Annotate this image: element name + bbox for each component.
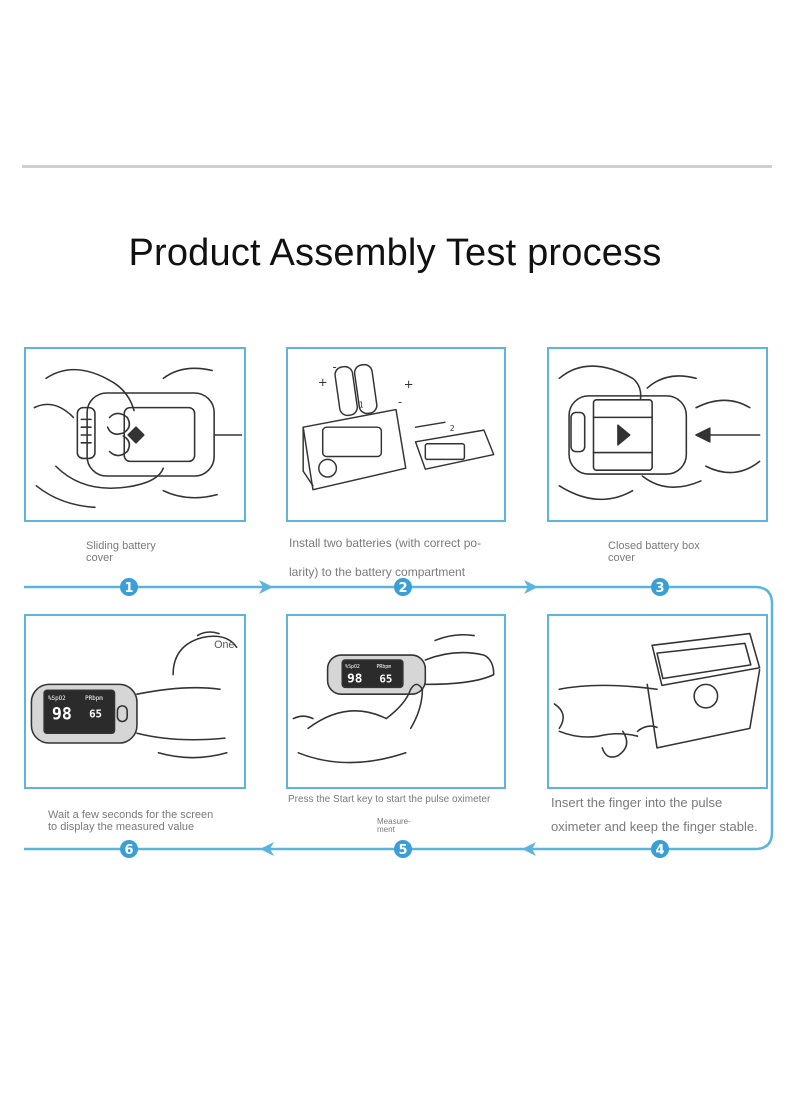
svg-text:4: 4 [655, 843, 664, 858]
step-6-caption: Wait a few seconds for the screen to dis… [48, 809, 214, 833]
step-circle-6: 6 [120, 840, 138, 858]
arrow-right-icon [524, 580, 538, 594]
step-circle-1: 1 [120, 578, 138, 596]
top-divider [22, 165, 772, 168]
arrow-left-icon [522, 842, 536, 856]
step-1-illustration [24, 347, 246, 522]
step-4-caption: Insert the finger into the pulse oximete… [551, 795, 758, 834]
step-circle-5: 5 [394, 840, 412, 858]
screen6-pr-value: 65 [89, 708, 102, 721]
screen-spo2-label: %SpO2 [345, 664, 360, 670]
step-3-illustration [547, 347, 768, 522]
step-circle-4: 4 [651, 840, 669, 858]
finger-label: One [214, 639, 234, 651]
step-5-illustration: %SpO2 PRbpm 98 65 [286, 614, 506, 789]
svg-text:6: 6 [124, 843, 133, 858]
step-5-sub-caption: Measure- ment [377, 817, 411, 835]
step-2-illustration: + - + - 1 2 [286, 347, 506, 522]
screen-spo2-value: 98 [347, 670, 362, 685]
step-2-caption: Install two batteries (with correct po- … [289, 536, 482, 579]
screen-pr-value: 65 [379, 672, 392, 685]
battery-plus-label-2: + [404, 377, 414, 391]
step-5-caption: Press the Start key to start the pulse o… [288, 794, 491, 805]
svg-text:3: 3 [655, 581, 664, 596]
step-6-illustration: %SpO2 PRbpm 98 65 One [24, 614, 246, 789]
step-circle-3: 3 [651, 578, 669, 596]
screen6-spo2-label: %SpO2 [48, 696, 66, 702]
svg-text:1: 1 [124, 581, 133, 596]
step-4-illustration [547, 614, 768, 789]
screen6-spo2-value: 98 [52, 705, 72, 724]
arrow-right-icon [259, 580, 273, 594]
page-title: Product Assembly Test process [128, 232, 662, 274]
svg-text:5: 5 [398, 843, 407, 858]
screen6-prbpm-label: PRbpm [85, 696, 103, 702]
battery-plus-label: + [318, 375, 328, 389]
screen-prbpm-label: PRbpm [376, 664, 391, 670]
arrow-left-icon [260, 842, 274, 856]
step-3-caption: Closed battery box cover [608, 540, 700, 564]
battery-minus-label: - [332, 359, 336, 373]
arrow-marker-2: 2 [450, 424, 455, 433]
arrow-marker-1: 1 [359, 401, 364, 410]
step-1-caption: Sliding battery cover [86, 540, 156, 564]
battery-minus-label-2: - [398, 395, 402, 409]
